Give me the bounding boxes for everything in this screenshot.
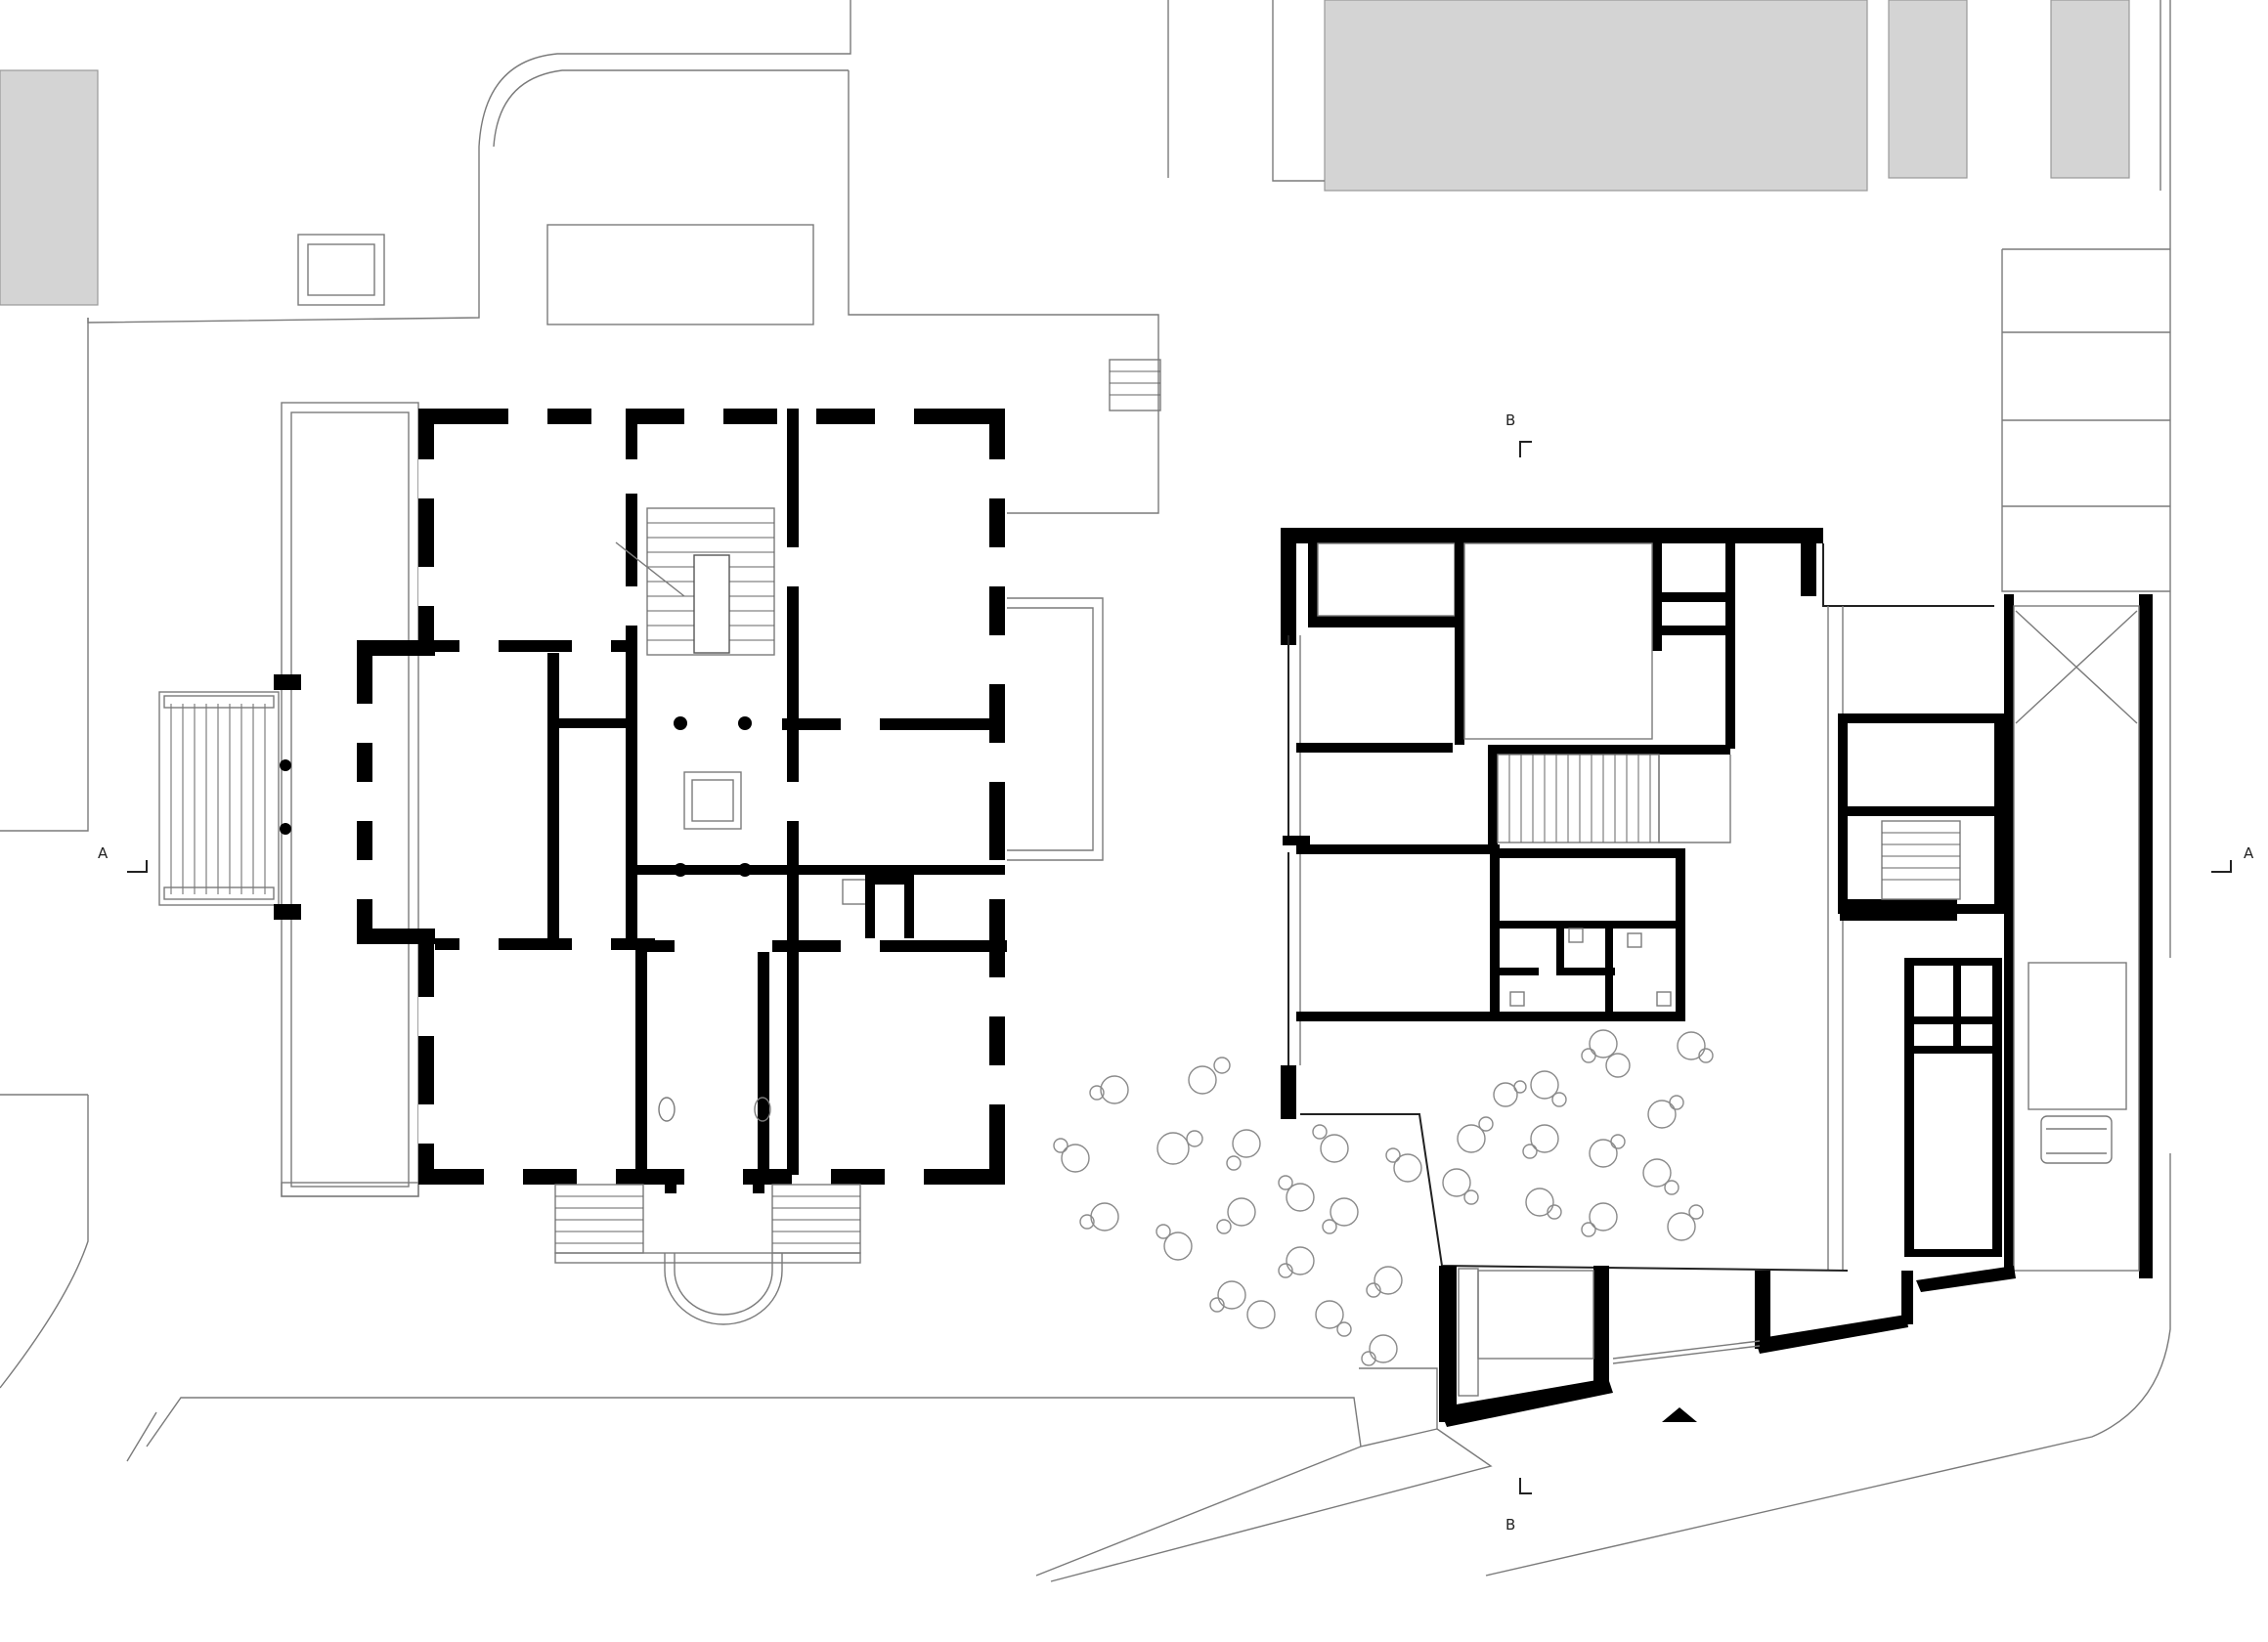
neighbour-building-left [0, 69, 99, 306]
site-context [0, 0, 2171, 1582]
neighbour-building-top-right-2 [2050, 0, 2130, 179]
villa-central-skylight [683, 771, 742, 830]
courtyard-block [546, 224, 814, 325]
villa-south-entrance [554, 1097, 861, 1325]
section-label-a-right: A [2244, 844, 2254, 862]
garage [2004, 594, 2153, 1278]
neighbour-building-top-right-1 [1888, 0, 1968, 179]
villa-plan [158, 402, 1007, 1325]
new-building-stair [1497, 754, 1731, 843]
courtyard-planter [297, 234, 385, 306]
section-markers: A A B B [98, 411, 2254, 1534]
villa-main-stair [615, 507, 775, 656]
section-label-a-left: A [98, 844, 109, 862]
new-building-plan [1281, 528, 2153, 1427]
entrance-triangle-icon [1662, 1407, 1697, 1422]
street-edge [146, 1397, 1362, 1448]
section-label-b-bottom: B [1505, 1516, 1515, 1534]
courtyard-boundary [87, 0, 851, 324]
neighbour-building-top [1324, 0, 1868, 192]
dotted-floor-areas [1818, 606, 1994, 713]
garden-trees [1053, 1029, 1714, 1366]
parking-bay [2028, 962, 2127, 1110]
car-icon [2040, 1115, 2113, 1164]
villa-west-stair [158, 691, 280, 906]
section-label-b-top: B [1505, 411, 1515, 429]
